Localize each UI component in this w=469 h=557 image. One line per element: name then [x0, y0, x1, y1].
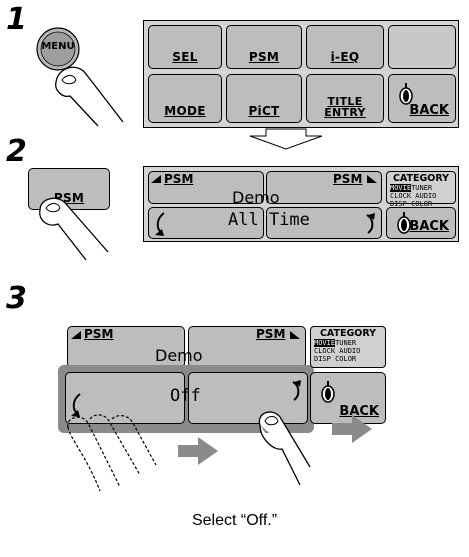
psm-item-value: Demo — [232, 188, 280, 207]
empty-slot — [388, 25, 456, 69]
triangle-right-icon-3 — [290, 331, 300, 339]
setting-next-button[interactable] — [266, 207, 382, 239]
category-title-3: CATEGORY — [319, 328, 377, 339]
category-row2-3[interactable]: CLOCK AUDIO — [314, 347, 361, 355]
step-number-1: 1 — [6, 2, 27, 37]
psm-left-label-3: PSM — [84, 327, 114, 341]
sel-label: SEL — [172, 50, 198, 64]
sel-button[interactable]: SEL — [148, 25, 222, 69]
setting-next-button-3[interactable] — [188, 372, 308, 424]
psm-right-label: PSM — [333, 172, 363, 186]
back-button[interactable]: BACK — [388, 74, 456, 123]
pict-button[interactable]: PiCT — [226, 74, 302, 123]
rotate-left-icon — [155, 212, 165, 236]
back-label-3: BACK — [339, 404, 379, 419]
right-arrow-icon-1 — [178, 437, 218, 465]
setting-prev-button-3[interactable] — [65, 372, 185, 424]
back-label: BACK — [409, 103, 449, 118]
finger-press-illustration — [39, 197, 109, 261]
ieq-label: i-EQ — [330, 50, 360, 64]
rotate-right-icon-3 — [292, 380, 301, 401]
back-button-2[interactable]: BACK — [386, 207, 456, 239]
menu-press-illustration — [36, 27, 124, 127]
category-row2[interactable]: CLOCK AUDIO — [390, 192, 437, 200]
ieq-button[interactable]: i-EQ — [306, 25, 384, 69]
psm-next-button-3[interactable] — [188, 326, 306, 368]
title-entry-label: TITLE ENTRY — [324, 95, 366, 119]
category-tuner[interactable]: TUNER — [411, 184, 433, 192]
pict-label: PiCT — [248, 104, 280, 118]
swipe-illustration — [67, 411, 372, 492]
psm-label: PSM — [248, 50, 280, 64]
rotate-left-icon-3 — [71, 393, 81, 417]
setting-prev-button[interactable] — [148, 207, 264, 239]
category-tuner-3[interactable]: TUNER — [335, 339, 357, 347]
mode-button[interactable]: MODE — [148, 74, 222, 123]
down-arrow-icon — [249, 128, 323, 150]
mode-label: MODE — [164, 104, 206, 118]
right-arrow-icon-2 — [332, 415, 372, 443]
step-number-3: 3 — [6, 281, 27, 316]
psm-prev-button-3[interactable] — [67, 326, 185, 368]
triangle-right-icon — [367, 175, 377, 183]
step-number-2: 2 — [6, 134, 27, 169]
psm-right-label-3: PSM — [256, 327, 286, 341]
triangle-left-icon-3 — [71, 331, 81, 339]
setting-value-3: Off — [170, 386, 201, 406]
psm-button[interactable]: PSM — [226, 25, 302, 69]
category-selected-3[interactable]: MOVIE — [314, 339, 336, 347]
category-row3-3[interactable]: DISP COLOR — [314, 355, 357, 363]
back-label-2: BACK — [409, 219, 449, 234]
psm-left-label: PSM — [164, 172, 194, 186]
category-row3[interactable]: DISP COLOR — [390, 200, 433, 208]
setting-value: All Time — [228, 210, 310, 230]
rotate-right-icon — [366, 213, 375, 234]
psm-prev-button[interactable] — [148, 171, 264, 204]
category-box-3: CATEGORY MOVIETUNER CLOCK AUDIO DISP COL… — [310, 326, 386, 368]
category-selected[interactable]: MOVIE — [390, 184, 412, 192]
back-button-3[interactable]: BACK — [310, 372, 386, 424]
psm-next-button[interactable] — [266, 171, 382, 204]
category-box: CATEGORY MOVIETUNER CLOCK AUDIO DISP COL… — [386, 171, 456, 208]
triangle-left-icon — [151, 175, 161, 183]
knob-icon — [399, 83, 413, 105]
instruction-caption: Select “Off.” — [191, 512, 278, 529]
category-title: CATEGORY — [392, 173, 450, 184]
knob-icon-2 — [397, 212, 411, 234]
psm-item-value-3: Demo — [155, 346, 203, 365]
menu-button[interactable]: MENU — [41, 41, 75, 52]
dashed-finger-icon — [67, 414, 157, 492]
knob-icon-3 — [321, 381, 335, 403]
title-entry-button[interactable]: TITLE ENTRY — [306, 74, 384, 123]
